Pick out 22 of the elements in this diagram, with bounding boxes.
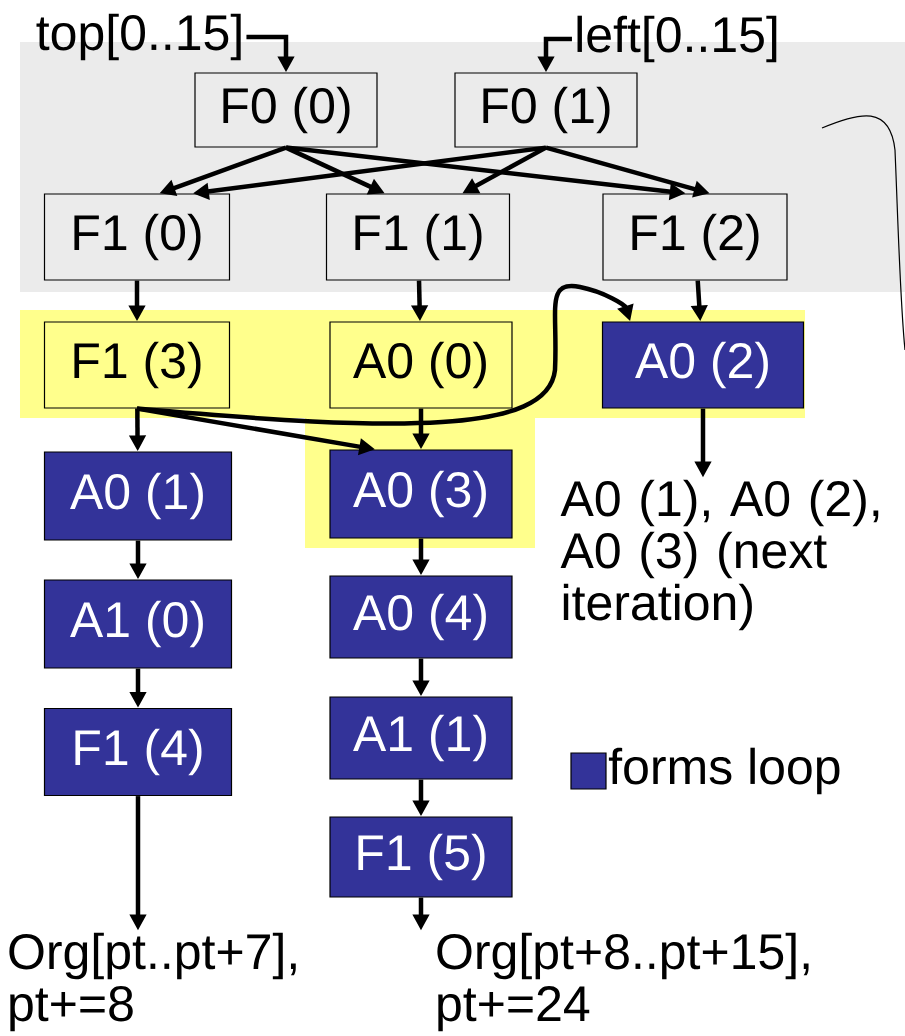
legend-label: forms loop [608, 747, 840, 795]
process-box: A1 (1) [329, 696, 513, 780]
process-box: F1 (0) [43, 193, 231, 281]
process-box: F1 (5) [329, 816, 513, 898]
process-box: F1 (3) [43, 321, 231, 409]
process-box: A0 (4) [329, 575, 513, 659]
annotation-text: Org[pt+8..pt+15], pt+=24 [437, 932, 809, 1032]
process-box: F1 (1) [325, 193, 511, 281]
process-box: A0 (0) [329, 321, 513, 409]
process-box: A0 (3) [329, 449, 513, 539]
annotation-text: A0 (1), A0 (2), A0 (3) (next iteration) [560, 479, 879, 631]
process-box: A0 (1) [43, 451, 233, 541]
input-label: top[0..15] [36, 13, 241, 61]
process-box: A1 (0) [43, 579, 233, 669]
process-box: A0 (2) [601, 321, 805, 409]
process-box: F0 (1) [454, 72, 638, 148]
annotation-text: Org[pt..pt+7], pt+=8 [9, 932, 296, 1032]
process-box: F1 (4) [43, 707, 233, 797]
process-box: F1 (2) [602, 193, 788, 281]
arrow [136, 284, 634, 426]
process-box: F0 (0) [194, 72, 378, 148]
input-label: left[0..15] [577, 15, 777, 63]
